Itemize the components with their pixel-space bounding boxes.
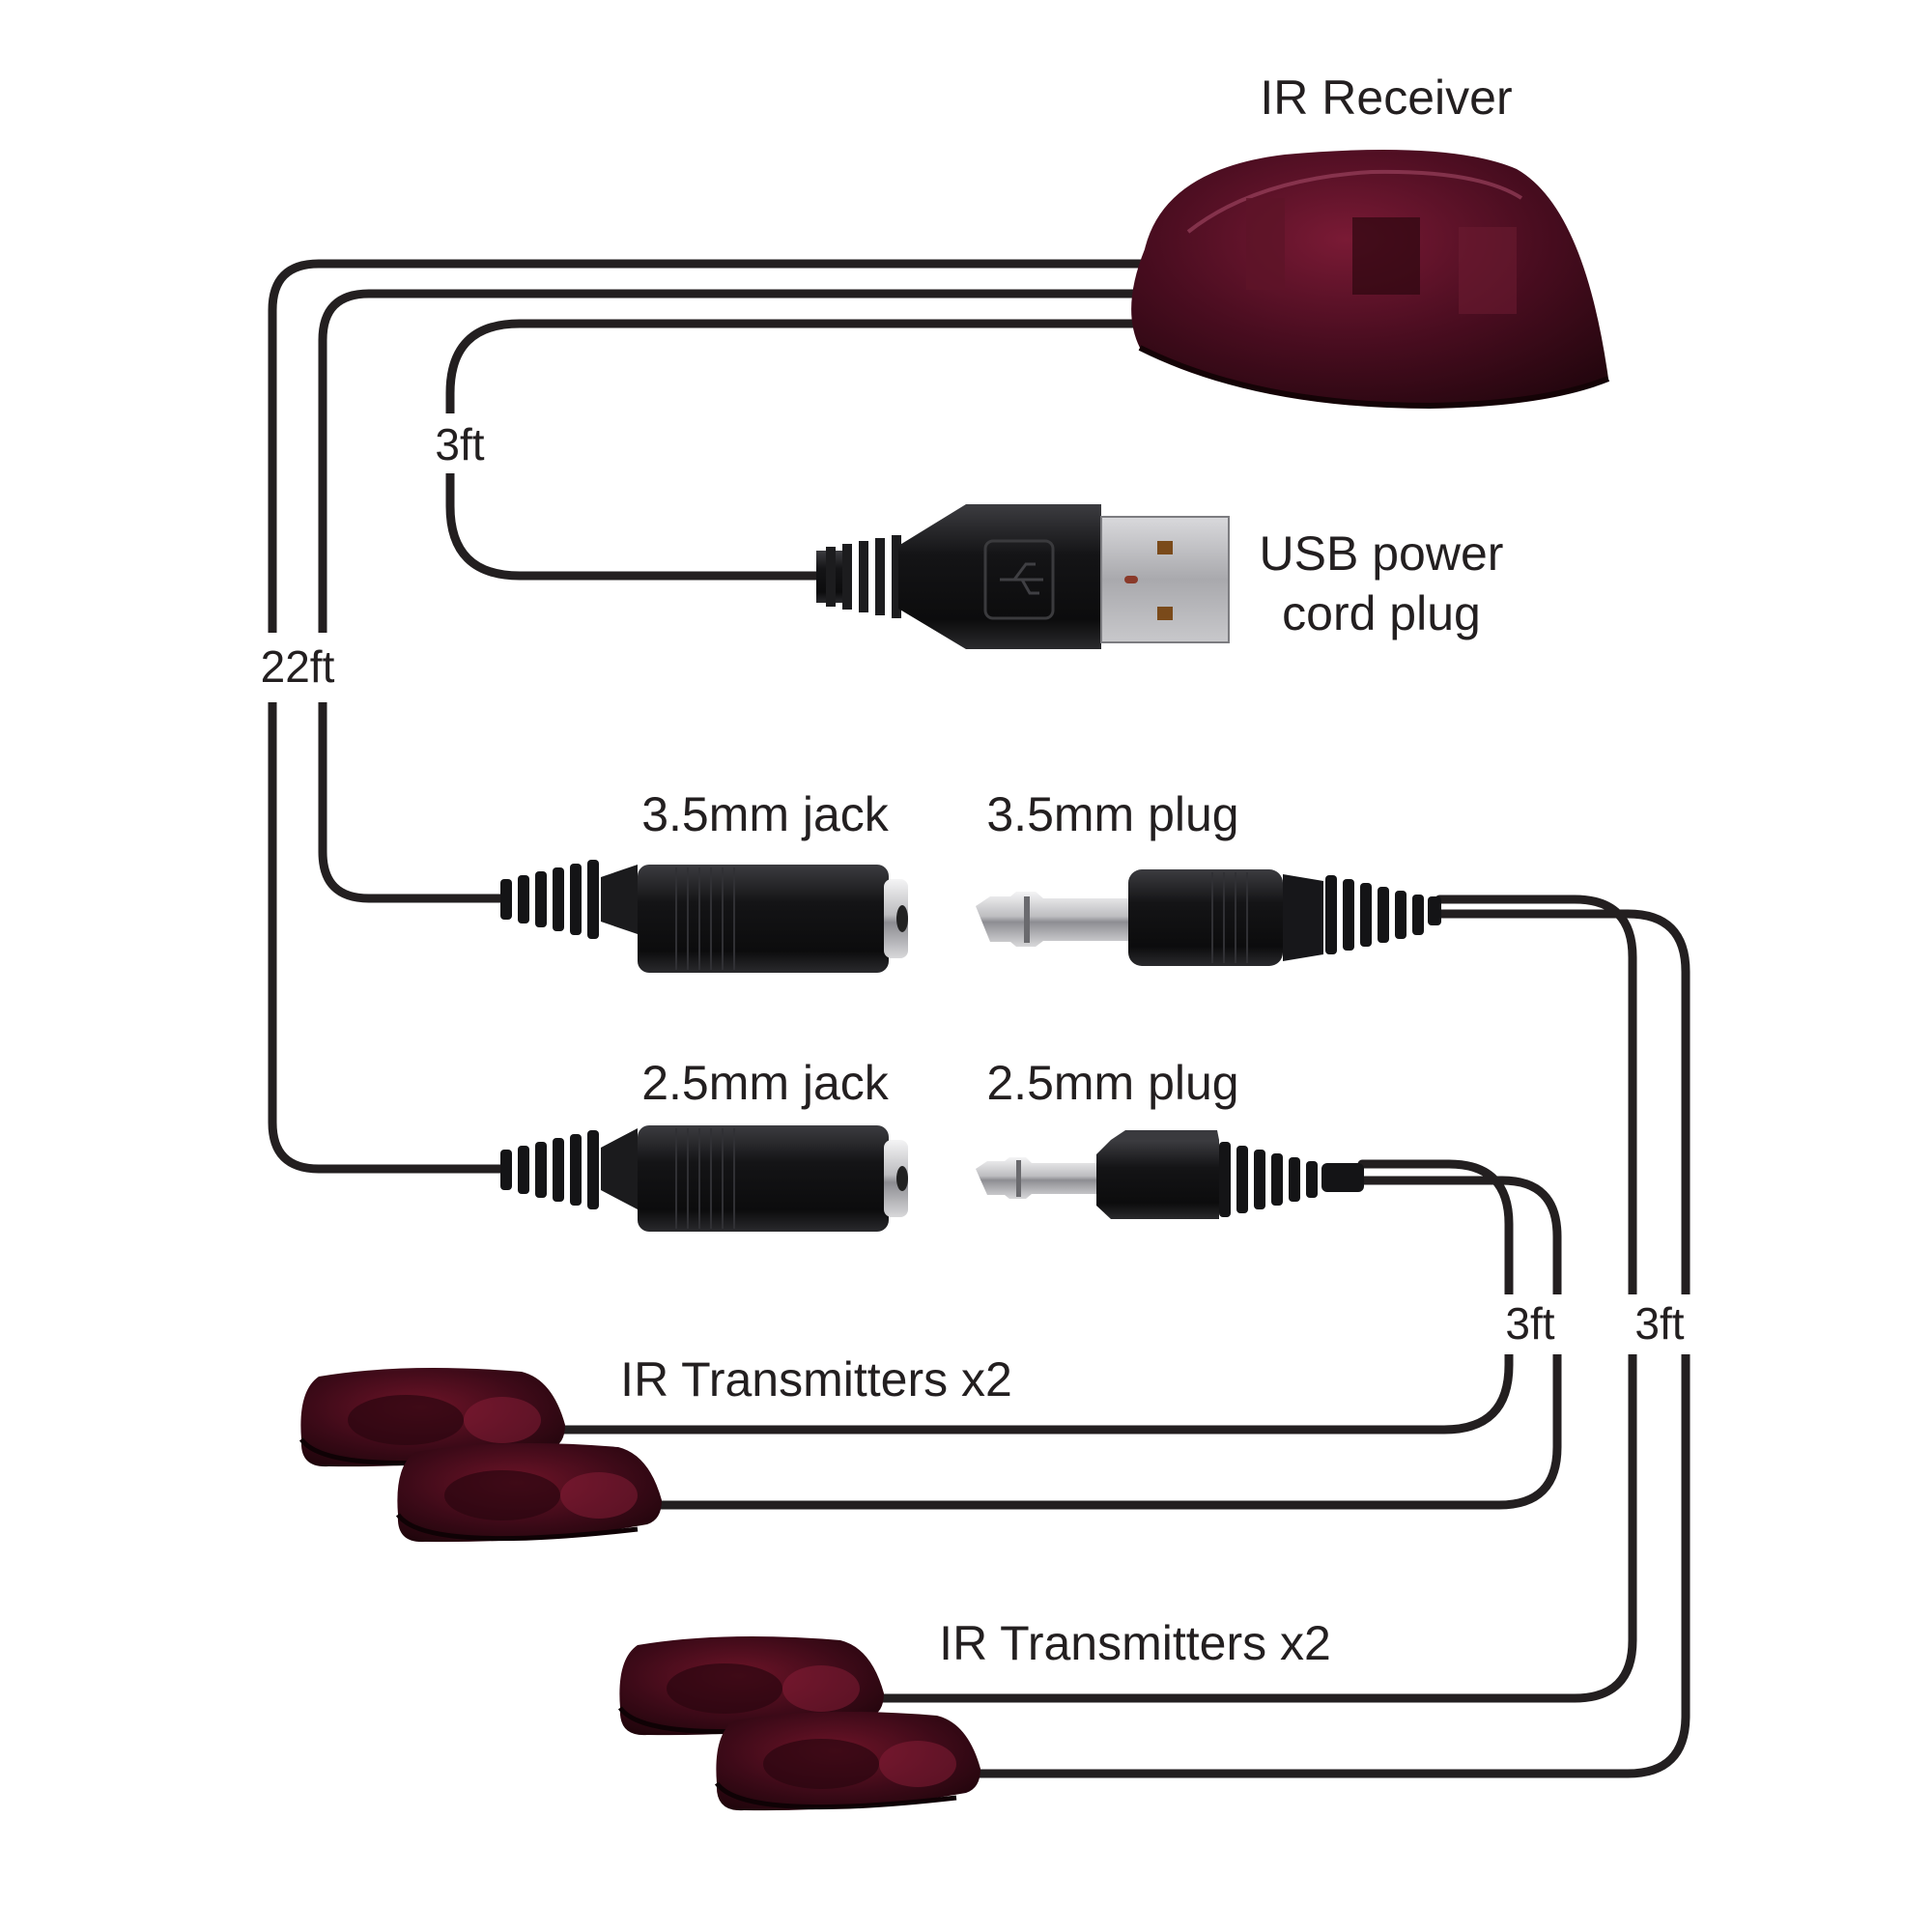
jack-25mm [500, 1125, 908, 1232]
ir-receiver-label: IR Receiver [1260, 71, 1512, 125]
ir-receiver [1131, 150, 1610, 410]
ir-transmitters-label-2: IR Transmitters x2 [939, 1616, 1331, 1670]
plug-35mm [976, 869, 1441, 966]
usb-label-line1: USB power [1260, 526, 1504, 581]
jack-35mm [500, 860, 908, 973]
main-cable-inner [318, 289, 1154, 903]
jack-25-label: 2.5mm jack [641, 1056, 890, 1110]
plug-25mm [976, 1130, 1364, 1219]
usb-plug [816, 504, 1230, 649]
ir-transmitter-2b [714, 1712, 980, 1811]
plug-25-label: 2.5mm plug [986, 1056, 1238, 1110]
plug-35-label: 3.5mm plug [986, 787, 1238, 841]
usb-cable-length: 3ft [435, 419, 484, 469]
usb-symbol-icon [1000, 562, 1043, 595]
ir-transmitter-1b [395, 1443, 662, 1543]
jack-35-label: 3.5mm jack [641, 787, 890, 841]
tx-cable-25-length: 3ft [1505, 1298, 1554, 1349]
main-cable-outer [268, 259, 1154, 1174]
tx-cable-35-length: 3ft [1634, 1298, 1684, 1349]
ir-transmitter-1a [298, 1368, 565, 1467]
ir-transmitter-2a [617, 1636, 884, 1736]
ir-transmitters-label-1: IR Transmitters x2 [620, 1352, 1012, 1406]
main-cable-length: 22ft [261, 641, 335, 692]
usb-label-line2: cord plug [1282, 586, 1481, 640]
